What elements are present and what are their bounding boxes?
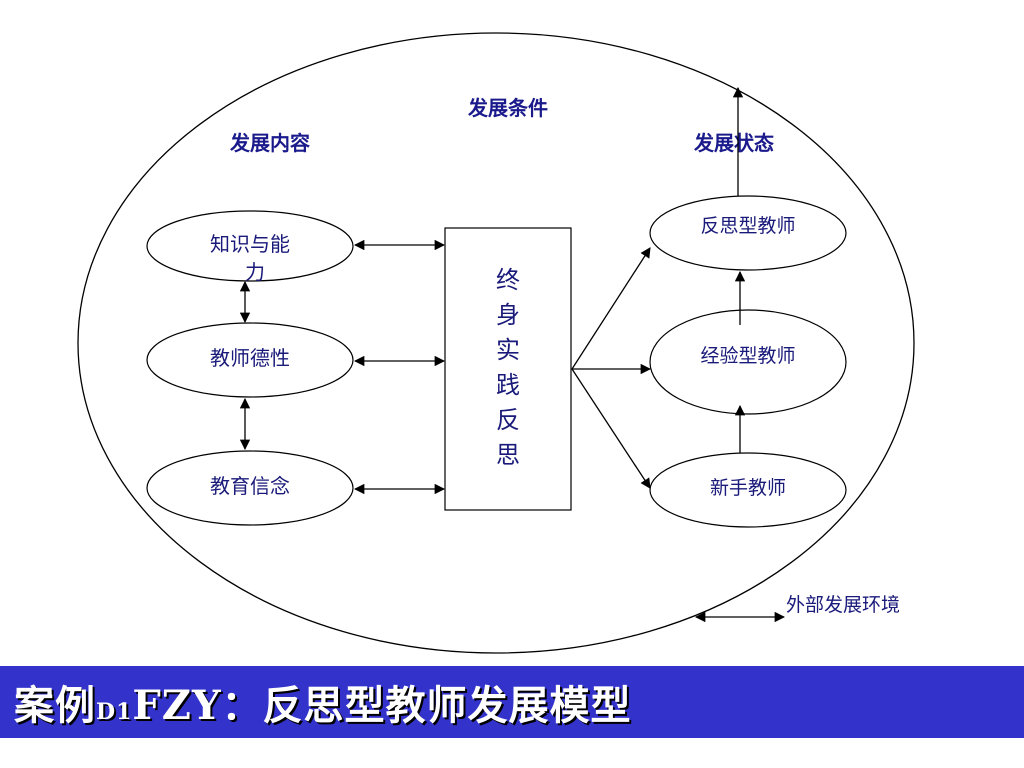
heading-state: 发展状态	[693, 131, 774, 155]
lifelong-practice-char: 践	[496, 371, 520, 399]
title-prefix: 案例	[14, 682, 96, 729]
title-rest: ：反思型教师发展模型	[221, 682, 632, 729]
belief-label: 教育信念	[210, 474, 290, 498]
reflective-teacher-label: 反思型教师	[700, 215, 795, 237]
lifelong-practice-char: 终	[496, 266, 520, 294]
environment-ellipse	[77, 32, 915, 654]
experienced-teacher-node	[649, 309, 847, 415]
heading-content: 发展内容	[229, 131, 310, 155]
knowledge-label-line1: 知识与能	[210, 232, 290, 256]
lifelong-practice-char: 思	[496, 441, 520, 469]
arrow-box-reflective	[571, 247, 651, 370]
ethics-label: 教师德性	[210, 346, 290, 370]
title-code: FZY	[132, 682, 222, 729]
belief-node	[146, 450, 354, 526]
reflective-teacher-node	[649, 195, 847, 271]
environment-label: 外部发展环境	[786, 594, 900, 616]
title-code-small: D1	[96, 699, 133, 725]
novice-teacher-node	[649, 452, 847, 528]
lifelong-practice-char: 实	[496, 336, 520, 364]
arrow-box-novice	[571, 368, 651, 489]
knowledge-label-line2: 力	[245, 260, 265, 284]
title-bar: 案例D1FZY：反思型教师发展模型	[0, 666, 1024, 738]
slide-title: 案例D1FZY：反思型教师发展模型	[14, 673, 632, 731]
heading-conditions: 发展条件	[467, 96, 548, 120]
lifelong-practice-box	[444, 227, 572, 511]
experienced-teacher-label: 经验型教师	[700, 345, 795, 367]
lifelong-practice-char: 身	[496, 301, 520, 329]
novice-teacher-label: 新手教师	[710, 477, 786, 499]
lifelong-practice-char: 反	[496, 406, 520, 434]
